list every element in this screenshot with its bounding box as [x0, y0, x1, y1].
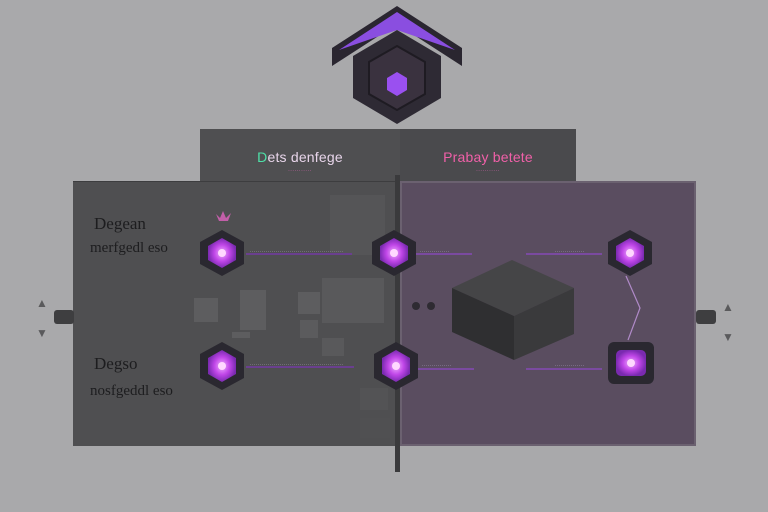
cube-icon[interactable] — [452, 260, 574, 360]
node-square-icon[interactable] — [608, 342, 654, 384]
edge-line-1 — [246, 253, 352, 255]
header-left-title-initial: D — [257, 149, 268, 165]
hex-logo-icon — [332, 6, 462, 124]
edge-label-1: ........................................… — [250, 248, 344, 254]
header-tab-right[interactable]: Prabay betete ........... — [400, 129, 576, 181]
row-2-label: Degso — [94, 354, 138, 373]
right-drag-handle[interactable] — [696, 310, 716, 324]
edge-label-2: ............... — [420, 248, 450, 254]
dot-icon — [427, 302, 435, 310]
edge-line-3 — [526, 253, 602, 255]
crown-icon — [216, 211, 231, 221]
row-1-sublabel: merfgedl eso — [90, 240, 168, 256]
header-right-title: Prabay betete — [443, 149, 533, 165]
arrow-down-icon-right: ▼ — [722, 330, 734, 344]
node-hex-icon[interactable] — [200, 230, 244, 276]
edge-label-4: ........................................… — [250, 361, 344, 367]
node-hex-icon[interactable] — [608, 230, 652, 276]
header-tab-left[interactable]: Dets denfege ........... — [200, 129, 400, 181]
arrow-down-icon-left: ▼ — [36, 326, 48, 340]
node-hex-icon[interactable] — [374, 342, 418, 390]
arrow-up-icon-right: ▲ — [722, 300, 734, 314]
edge-label-6: ............... — [555, 362, 585, 368]
header-left-title: Dets denfege — [200, 149, 400, 165]
node-hex-icon[interactable] — [372, 230, 416, 276]
row-2-sublabel: nosfgeddl eso — [90, 383, 173, 399]
edge-line-5 — [418, 368, 474, 370]
header-right-sub: ........... — [476, 167, 500, 173]
edge-label-3: ............... — [555, 248, 585, 254]
edge-curve — [625, 275, 641, 341]
header-left-title-text: ets denfege — [267, 149, 343, 165]
row-1-label: Degean — [94, 214, 146, 233]
header-left-sub: ........... — [288, 167, 312, 173]
center-divider — [395, 175, 400, 472]
edge-line-4 — [246, 366, 354, 368]
node-hex-icon[interactable] — [200, 342, 244, 390]
dot-icon — [412, 302, 420, 310]
arrow-up-icon-left: ▲ — [36, 296, 48, 310]
edge-line-2 — [416, 253, 472, 255]
left-drag-handle[interactable] — [54, 310, 74, 324]
edge-line-6 — [526, 368, 602, 370]
edge-label-5: ............... — [422, 362, 452, 368]
